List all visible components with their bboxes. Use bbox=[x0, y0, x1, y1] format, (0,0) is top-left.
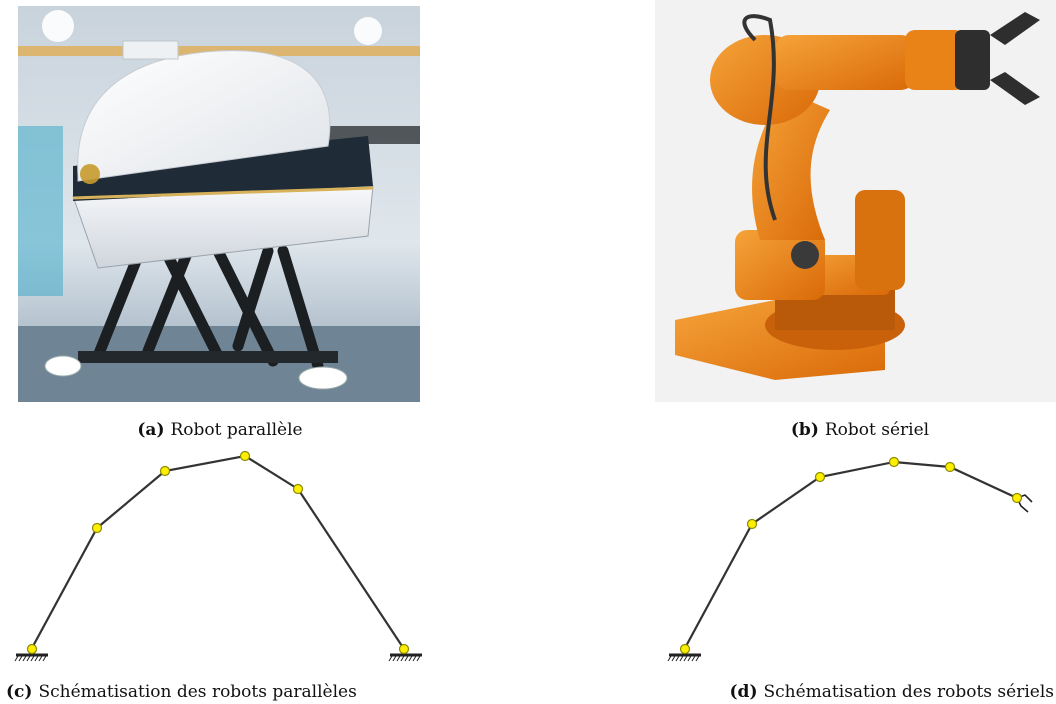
caption-c-text: Schématisation des robots parallèles bbox=[38, 682, 357, 702]
joint bbox=[888, 456, 900, 468]
serial-robot-photo bbox=[655, 0, 1056, 402]
joint bbox=[91, 522, 103, 534]
parallel-chain-link bbox=[31, 454, 405, 650]
caption-a: (a)Robot parallèle bbox=[100, 420, 340, 440]
joint bbox=[159, 465, 171, 477]
serial-chain-link bbox=[684, 460, 1018, 649]
panel-a-photo bbox=[18, 6, 420, 402]
serial-robot-schematic bbox=[667, 456, 1033, 662]
joint bbox=[26, 643, 38, 655]
joint bbox=[814, 471, 826, 483]
ground-base bbox=[667, 653, 701, 662]
caption-a-label: (a) bbox=[137, 420, 165, 440]
caption-c-label: (c) bbox=[6, 682, 33, 702]
joint bbox=[239, 450, 251, 462]
caption-c: (c)Schématisation des robots parallèles bbox=[6, 682, 436, 702]
parallel-robot-schematic bbox=[14, 450, 422, 662]
ground-right bbox=[388, 653, 422, 662]
caption-d-label: (d) bbox=[729, 682, 758, 702]
joint bbox=[746, 518, 758, 530]
panel-c-schematic bbox=[0, 440, 440, 665]
ground-left bbox=[14, 653, 48, 662]
joint bbox=[1011, 492, 1023, 504]
joint bbox=[944, 461, 956, 473]
joint bbox=[398, 643, 410, 655]
parallel-robot-photo bbox=[18, 6, 420, 402]
joint bbox=[292, 483, 304, 495]
caption-b-label: (b) bbox=[790, 420, 819, 440]
joint bbox=[679, 643, 691, 655]
caption-d-text: Schématisation des robots sériels bbox=[763, 682, 1055, 702]
caption-d: (d)Schématisation des robots sériels bbox=[652, 682, 1054, 702]
caption-b: (b)Robot sériel bbox=[740, 420, 980, 440]
panel-d-schematic bbox=[655, 440, 1056, 665]
panel-b-photo bbox=[655, 0, 1056, 402]
caption-b-text: Robot sériel bbox=[824, 420, 930, 440]
caption-a-text: Robot parallèle bbox=[170, 420, 303, 440]
